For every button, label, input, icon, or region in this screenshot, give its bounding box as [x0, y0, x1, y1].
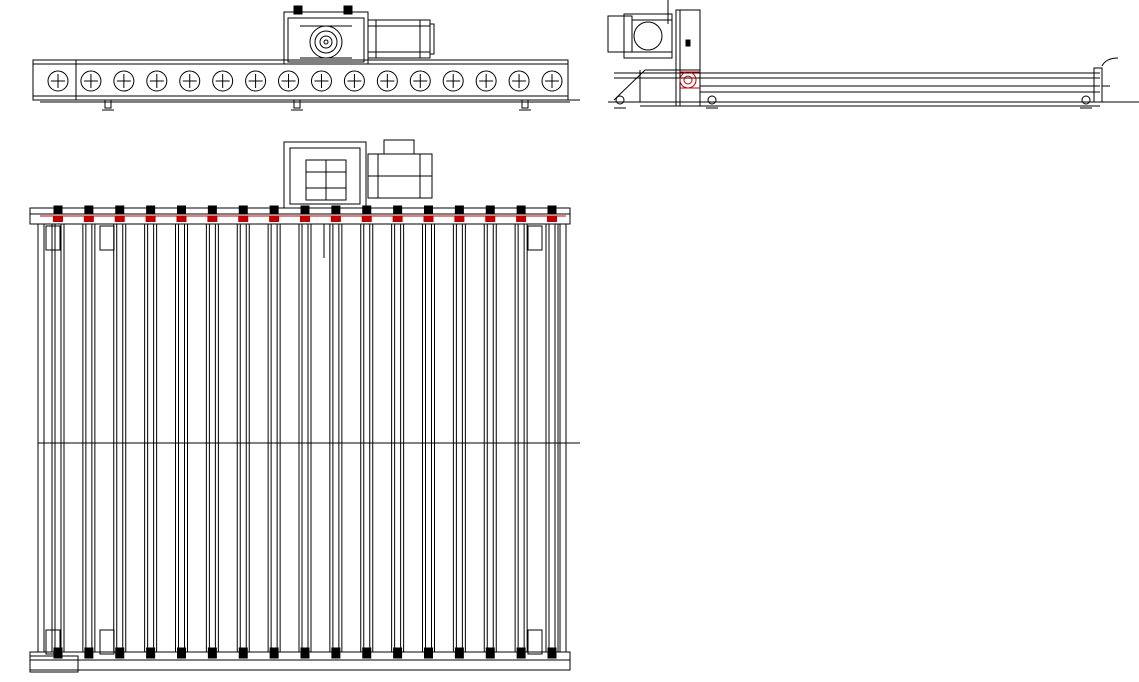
plan-roller	[267, 205, 281, 659]
plan-corner-brackets	[45, 225, 543, 655]
plan-drive-unit	[283, 139, 433, 209]
front-roller	[541, 70, 563, 92]
plan-roller	[236, 205, 250, 659]
plan-roller	[452, 205, 466, 659]
front-roller	[376, 70, 398, 92]
plan-roller	[82, 205, 96, 659]
front-roller	[212, 70, 234, 92]
plan-roller	[514, 205, 528, 659]
side-elevation-view	[607, 0, 1139, 109]
plan-view	[29, 139, 580, 673]
plan-roller	[144, 205, 158, 659]
plan-roller	[51, 205, 65, 659]
plan-roller	[360, 205, 374, 659]
side-feet	[614, 95, 1092, 109]
front-roller	[475, 70, 497, 92]
front-drive-unit	[283, 5, 435, 65]
front-roller	[47, 70, 69, 92]
front-frame	[32, 59, 569, 101]
side-motor	[607, 15, 633, 53]
plan-top-rail	[29, 207, 571, 225]
front-feet	[102, 99, 531, 111]
plan-roller	[483, 205, 497, 659]
plan-roller	[422, 205, 435, 659]
plan-roller	[298, 205, 312, 659]
front-roller	[146, 70, 168, 92]
plan-roller	[545, 205, 559, 659]
plan-roller	[205, 205, 219, 659]
plan-roller	[329, 205, 343, 659]
front-roller	[310, 70, 332, 92]
front-roller	[113, 70, 135, 92]
front-roller	[409, 70, 431, 92]
front-elevation-view	[32, 5, 580, 111]
front-roller	[179, 70, 201, 92]
plan-roller	[391, 205, 405, 659]
plan-roller	[113, 205, 127, 659]
plan-rollers	[51, 205, 559, 659]
plan-roller	[175, 205, 188, 659]
front-roller	[80, 70, 102, 92]
front-roller	[278, 70, 300, 92]
front-roller	[442, 70, 464, 92]
front-roller	[245, 70, 267, 92]
front-roller	[343, 70, 365, 92]
front-rollers	[47, 70, 563, 92]
front-roller	[508, 70, 530, 92]
